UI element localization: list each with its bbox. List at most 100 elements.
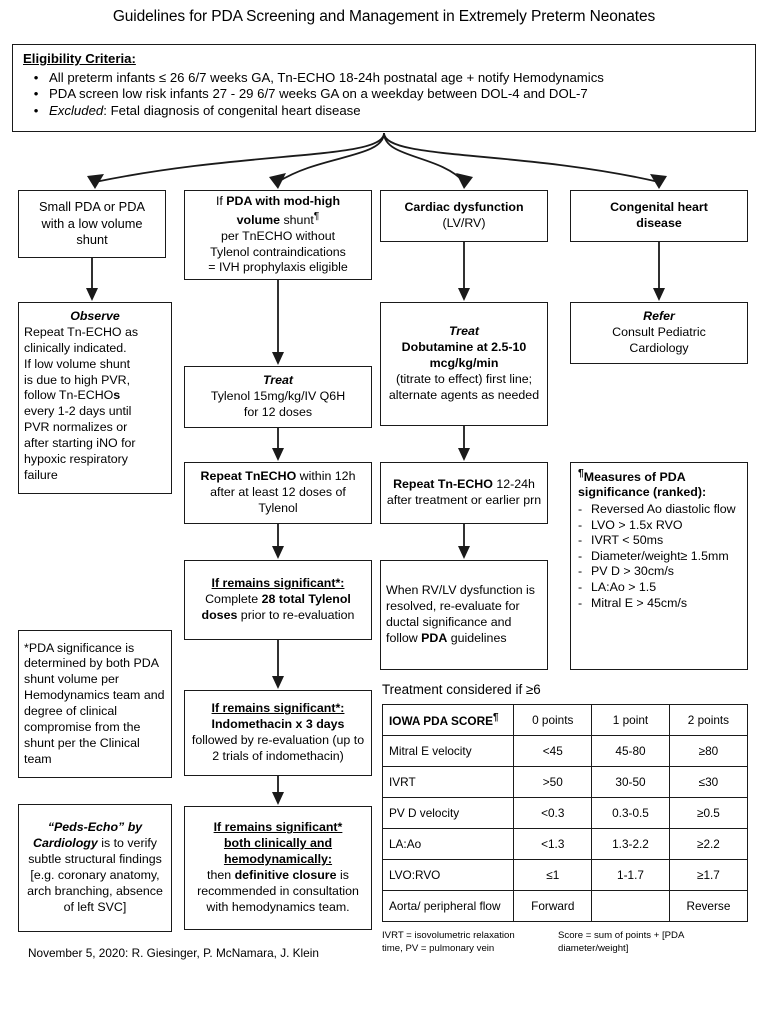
eligibility-item-3-rest: : Fetal diagnosis of congenital heart di…: [103, 102, 361, 118]
dash-icon: -: [578, 564, 583, 579]
dash-icon: -: [578, 533, 583, 548]
box-refer-line1: Consult Pediatric: [612, 325, 706, 340]
list-item: -IVRT < 50ms: [578, 533, 664, 548]
measures-list: -Reversed Ao diastolic flow -LVO > 1.5x …: [578, 501, 740, 610]
eligibility-item-1: All preterm infants ≤ 26 6/7 weeks GA, T…: [49, 69, 604, 85]
box-treat-tylenol-heading: Treat: [262, 373, 294, 388]
table-header-label: IOWA PDA SCORE¶: [381, 704, 515, 736]
table-row: Mitral E velocity <45 45-80 ≥80: [381, 735, 749, 767]
table-row: LA:Ao <1.3 1.3-2.2 ≥2.2: [381, 828, 749, 860]
list-item: -PV D > 30cm/s: [578, 564, 674, 579]
table-col-0points: 0 points: [513, 704, 593, 736]
footnote-score: Score = sum of points + [PDA diameter/we…: [558, 930, 684, 954]
footnote-ivrt: IVRT = isovolumetric relaxation time, PV…: [382, 930, 515, 954]
box-cardiac-dysfunction: Cardiac dysfunction (LV/RV): [380, 190, 548, 242]
box-if-significant-2: If remains significant*: Indomethacin x …: [184, 690, 372, 776]
eligibility-list: • All preterm infants ≤ 26 6/7 weeks GA, …: [23, 68, 745, 118]
box-observe-line2: clinically indicated.: [24, 340, 127, 355]
box-small-pda-line1: Small PDA or PDA: [39, 199, 145, 215]
box-refer-heading: Refer: [643, 309, 675, 324]
table-row: PV D velocity <0.3 0.3-0.5 ≥0.5: [381, 797, 749, 829]
list-item: -LA:Ao > 1.5: [578, 580, 657, 594]
box-repeat-tnecho-2: Repeat Tn-ECHO 12-24h after treatment or…: [380, 462, 548, 524]
box-if-significant-3-heading2: both clinically and: [223, 836, 333, 851]
dash-icon: -: [578, 595, 583, 610]
box-congenital-heart-disease: Congenital heart disease: [570, 190, 748, 242]
list-item: -Diameter/weight≥ 1.5mm: [578, 548, 729, 563]
box-chd-line1: Congenital heart: [610, 200, 708, 215]
iowa-pda-score-table: IOWA PDA SCORE¶ 0 points 1 point 2 point…: [381, 704, 749, 922]
eligibility-criteria-box: Eligibility Criteria: • All preterm infan…: [12, 44, 756, 132]
dash-icon: -: [578, 580, 583, 594]
box-observe-line7: PVR normalizes or: [24, 420, 128, 435]
box-mod-high-line4: Tylenol contraindications: [210, 244, 346, 259]
box-treat-dobutamine-line1: Dobutamine at 2.5-10: [401, 340, 527, 355]
box-mod-high-shunt: If PDA with mod-high volume shunt¶ per T…: [184, 190, 372, 280]
box-peds-echo-note: “Peds-Echo” by Cardiology is to verify s…: [18, 804, 172, 932]
box-mod-high-line3: per TnECHO without: [220, 228, 336, 243]
box-treat-dobutamine-heading: Treat: [448, 324, 480, 339]
bullet-icon: •: [33, 69, 39, 85]
box-refer-line2: Cardiology: [629, 340, 689, 355]
table-row: IVRT >50 30-50 ≤30: [381, 766, 749, 798]
box-observe: Observe Repeat Tn-ECHO as clinically ind…: [18, 302, 172, 494]
box-mod-high-line1: If PDA with mod-high: [215, 193, 341, 208]
pilcrow-icon: ¶: [578, 468, 584, 479]
box-pda-significance-note: *PDA significance is determined by both …: [18, 630, 172, 778]
table-caption: Treatment considered if ≥6: [382, 682, 541, 697]
bullet-icon: •: [33, 102, 39, 118]
dash-icon: -: [578, 548, 583, 563]
box-mod-high-line2: volume shunt¶: [236, 210, 320, 227]
box-treat-tylenol-line1: Tylenol 15mg/kg/IV Q6H: [210, 389, 346, 404]
table-header-row: IOWA PDA SCORE¶ 0 points 1 point 2 point…: [381, 704, 749, 736]
credit-line: November 5, 2020: R. Giesinger, P. McNam…: [28, 946, 319, 960]
box-if-significant-3: If remains significant* both clinically …: [184, 806, 372, 930]
table-col-1point: 1 point: [591, 704, 670, 736]
dash-icon: -: [578, 501, 583, 516]
box-treat-dobutamine-text: (titrate to effect) first line; alternat…: [388, 371, 540, 402]
box-observe-line9: hypoxic respiratory: [24, 451, 128, 466]
box-repeat-tnecho: Repeat TnECHO within 12h after at least …: [184, 462, 372, 524]
box-if-significant-2-heading: If remains significant*:: [211, 701, 345, 716]
list-item: -LVO > 1.5x RVO: [578, 517, 683, 532]
box-if-significant-1-text: Complete 28 total Tylenol doses prior to…: [201, 592, 355, 622]
box-rvlv-text: When RV/LV dysfunction is resolved, re-e…: [386, 583, 535, 645]
box-treat-dobutamine-line2: mcg/kg/min: [429, 356, 499, 371]
box-observe-line1: Repeat Tn-ECHO as: [24, 324, 139, 339]
box-small-pda-line3: shunt: [76, 232, 108, 248]
table-row: Aorta/ peripheral flow Forward Reverse: [381, 890, 749, 922]
box-if-significant-2-text: followed by re-evaluation (up to 2 trial…: [191, 733, 365, 763]
box-if-significant-3-text: then definitive closure is recommended i…: [197, 868, 359, 914]
box-small-pda: Small PDA or PDA with a low volume shunt: [18, 190, 166, 258]
eligibility-heading-colon: :: [131, 51, 136, 66]
box-treat-dobutamine: Treat Dobutamine at 2.5-10 mcg/kg/min (t…: [380, 302, 548, 426]
box-observe-line10: failure: [24, 467, 58, 482]
box-mod-high-line5: = IVH prophylaxis eligible: [208, 260, 348, 275]
box-rvlv-resolved: When RV/LV dysfunction is resolved, re-e…: [380, 560, 548, 670]
box-repeat-tnecho-2-text: Repeat Tn-ECHO 12-24h after treatment or…: [386, 477, 542, 507]
eligibility-heading-text: Eligibility Criteria: [23, 51, 132, 66]
box-cardiac-line2: (LV/RV): [442, 216, 486, 230]
box-if-significant-3-heading1: If remains significant*: [213, 820, 343, 835]
bullet-icon: •: [33, 86, 39, 101]
table-row: LVO:RVO ≤1 1-1.7 ≥1.7: [381, 859, 749, 891]
list-item: • All preterm infants ≤ 26 6/7 weeks GA, …: [23, 70, 745, 85]
box-observe-line6: every 1-2 days until: [24, 404, 132, 419]
box-observe-line3: If low volume shunt: [24, 356, 131, 371]
box-if-significant-2-bold: Indomethacin x 3 days: [211, 717, 345, 732]
box-observe-heading: Observe: [70, 309, 120, 323]
list-item: -Mitral E > 45cm/s: [578, 595, 688, 610]
page-title: Guidelines for PDA Screening and Managem…: [112, 8, 656, 25]
box-if-significant-3-heading3: hemodynamically:: [223, 852, 333, 867]
eligibility-heading: Eligibility Criteria:: [23, 51, 745, 66]
box-small-pda-line2: with a low volume: [41, 215, 143, 231]
box-repeat-tnecho-text: Repeat TnECHO within 12h after at least …: [200, 469, 356, 515]
pilcrow-icon: ¶: [493, 712, 499, 724]
dash-icon: -: [578, 517, 583, 532]
list-item: -Reversed Ao diastolic flow: [578, 501, 736, 516]
eligibility-item-2: PDA screen low risk infants 27 - 29 6/7 …: [49, 86, 588, 101]
box-cardiac-line1: Cardiac dysfunction: [404, 200, 524, 215]
box-observe-line4: is due to high PVR,: [24, 372, 131, 387]
